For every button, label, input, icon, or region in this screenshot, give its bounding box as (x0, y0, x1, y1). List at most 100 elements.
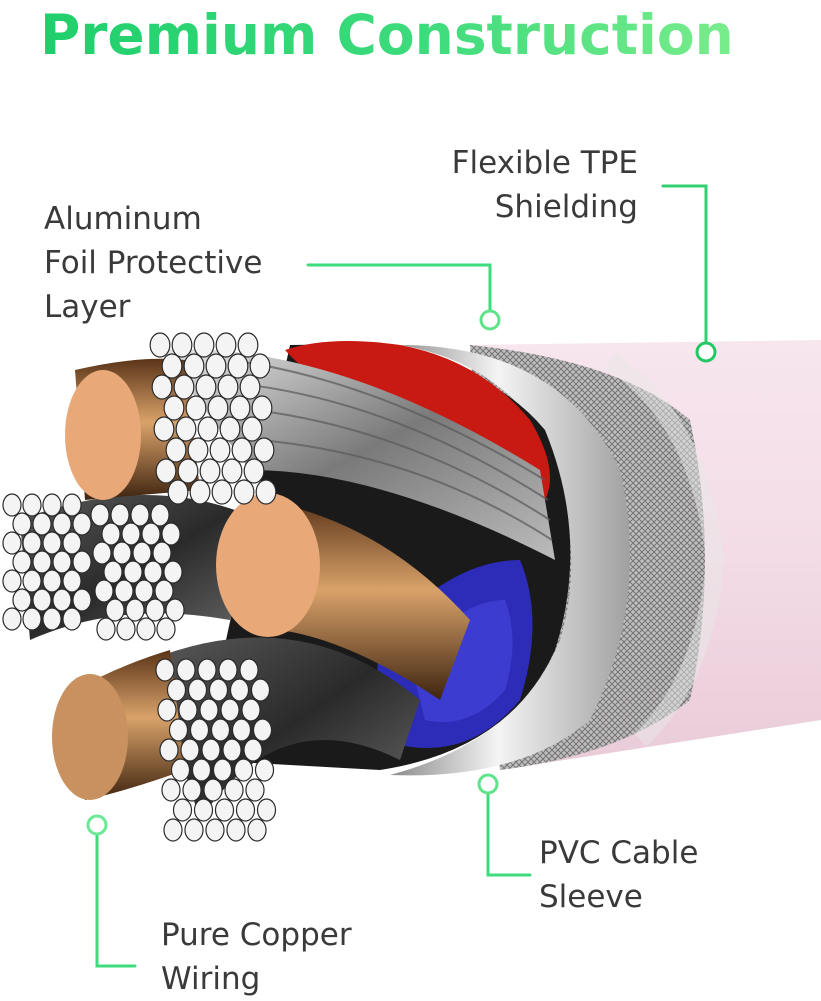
strand-end (220, 698, 240, 722)
strand-end (229, 678, 250, 702)
copper-conductor-end (65, 370, 141, 500)
strand-end (161, 778, 181, 802)
strand-end (241, 698, 261, 722)
strand-end (32, 550, 52, 574)
strand-end (214, 798, 235, 822)
strand-end (197, 416, 219, 442)
strand-end (2, 493, 22, 517)
strand-end (94, 579, 114, 603)
strand-end (247, 818, 267, 842)
strand-end (176, 658, 196, 682)
strand-end (229, 395, 251, 421)
strand-end (222, 738, 242, 762)
strand-end (42, 531, 62, 555)
strand-end (168, 718, 189, 742)
strand-end (159, 738, 179, 762)
strand-end (197, 658, 217, 682)
strand-end (201, 738, 221, 762)
strand-end (92, 541, 112, 565)
strand-end (239, 658, 259, 682)
strand-end (187, 437, 209, 463)
strand-end (182, 778, 202, 802)
strand-end (22, 493, 42, 517)
strand-end (175, 416, 197, 442)
strand-end (123, 560, 143, 584)
callout-line-foil (306, 263, 492, 314)
strand-end (110, 503, 130, 527)
callout-line-copper (95, 831, 137, 968)
strand-end (62, 493, 82, 517)
strand-end (150, 503, 170, 527)
strand-end (208, 678, 229, 702)
strand-end (132, 541, 152, 565)
strand-end (235, 798, 256, 822)
strand-end (52, 588, 72, 612)
strand-end (165, 598, 185, 622)
strand-end (42, 569, 62, 593)
strand-end (62, 607, 82, 631)
strand-end (161, 522, 181, 546)
strand-end (96, 617, 116, 641)
strand-end (125, 598, 145, 622)
strand-end (256, 798, 277, 822)
strand-end (185, 395, 207, 421)
callout-marker-pvc (477, 773, 499, 795)
strand-end (255, 479, 277, 505)
strand-end (239, 374, 261, 400)
strand-end (2, 607, 22, 631)
strand-end (210, 718, 231, 742)
strand-end (62, 569, 82, 593)
strand-end (90, 503, 110, 527)
strand-end (233, 758, 254, 782)
copper-conductor-end (52, 674, 128, 800)
strand-end (62, 531, 82, 555)
strand-end (32, 512, 52, 536)
strand-end (145, 598, 165, 622)
strand-end (195, 374, 217, 400)
strand-end (166, 678, 187, 702)
strand-end (116, 617, 136, 641)
strand-end (193, 798, 214, 822)
strand-end (22, 569, 42, 593)
strand-end (183, 353, 205, 379)
strand-end (52, 512, 72, 536)
strand-end (227, 353, 249, 379)
strand-end (251, 395, 273, 421)
strand-end (167, 479, 189, 505)
strand-end (233, 479, 255, 505)
strand-end (180, 738, 200, 762)
strand-end (193, 332, 215, 358)
strand-end (101, 522, 121, 546)
strand-end (191, 758, 212, 782)
label-pvc-cable-sleeve: PVC Cable Sleeve (539, 835, 699, 915)
strand-end (171, 332, 193, 358)
aluminum-foil-ring (390, 345, 630, 776)
strand-end (2, 569, 22, 593)
strand-end (224, 778, 244, 802)
strand-end (219, 416, 241, 442)
page-title: Premium Construction (40, 0, 800, 70)
strand-end (184, 818, 204, 842)
strand-end (12, 550, 32, 574)
strand-end (134, 579, 154, 603)
strand-end (2, 531, 22, 555)
strand-end (52, 550, 72, 574)
strand-end (163, 818, 183, 842)
strand-end (217, 374, 239, 400)
strand-end (218, 658, 238, 682)
strand-end (12, 512, 32, 536)
strand-end (161, 353, 183, 379)
strand-end (121, 522, 141, 546)
strand-end (245, 778, 265, 802)
strand-end (136, 617, 156, 641)
strand-end (172, 798, 193, 822)
strand-end (252, 718, 273, 742)
strand-end (209, 437, 231, 463)
strand-end (241, 416, 263, 442)
strand-end (243, 458, 265, 484)
label-flexible-tpe-shielding: Flexible TPE Shielding (451, 145, 638, 225)
strand-end (114, 579, 134, 603)
strand-end (226, 818, 246, 842)
strand-end (189, 479, 211, 505)
